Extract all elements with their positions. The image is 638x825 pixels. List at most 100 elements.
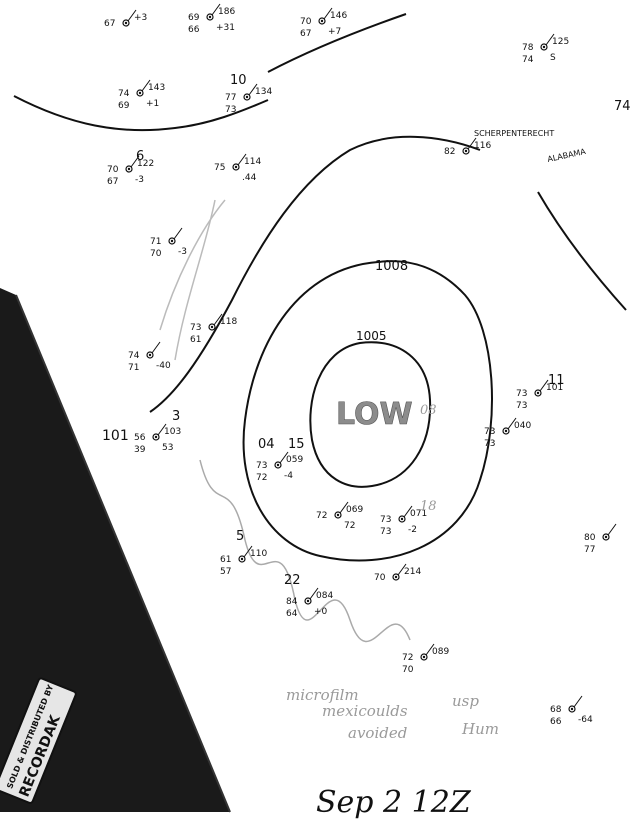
wind-barb (243, 545, 253, 558)
wind-barb (573, 695, 583, 708)
front-top-right (267, 13, 407, 73)
station-value: 39 (134, 445, 146, 455)
station-dot (604, 535, 608, 539)
station-value: 69 (188, 13, 200, 23)
station-value: -3 (178, 247, 187, 257)
station-value: 75 (214, 163, 225, 173)
station-value: 110 (250, 549, 267, 559)
station-value: 089 (432, 647, 449, 657)
pencil-note-microfilm: microfilm (286, 686, 359, 704)
scattered-number: 10 (230, 73, 247, 88)
station-value: 68 (550, 705, 562, 715)
wind-barb (403, 505, 413, 518)
station-value: +3 (134, 13, 147, 23)
station-circle (392, 573, 400, 581)
station-value: S (550, 53, 556, 63)
station-circle (136, 89, 144, 97)
station-value: 78 (522, 43, 534, 53)
wind-barb (248, 83, 258, 96)
station-value: 071 (410, 509, 427, 519)
pencil-curve-1 (159, 199, 226, 331)
station-name-alabama: ALABAMA (547, 147, 587, 164)
station-circle (274, 461, 282, 469)
station-dot (234, 165, 238, 169)
wind-barb (141, 79, 151, 92)
station-circle (534, 389, 542, 397)
station-circle (502, 427, 510, 435)
wind-barb (157, 423, 167, 436)
station-value: -3 (135, 175, 144, 185)
station-dot (240, 557, 244, 561)
station-value: 72 (402, 653, 413, 663)
station-dot (124, 21, 128, 25)
pencil-note-avoided: avoided (348, 724, 407, 742)
isobar-1008 (242, 260, 493, 562)
station-value: 67 (300, 29, 311, 39)
station-value: 72 (316, 511, 327, 521)
station-dot (570, 707, 574, 711)
pencil-note-mexicoulds: mexicoulds (322, 702, 408, 720)
wind-barb (323, 7, 333, 20)
scattered-number: 04 (258, 437, 275, 452)
station-circle (232, 163, 240, 171)
scattered-number: 3 (172, 409, 180, 424)
film-edge-line (15, 294, 231, 813)
station-value: 67 (107, 177, 118, 187)
station-value: 040 (514, 421, 531, 431)
station-value: +1 (146, 99, 159, 109)
station-value: 134 (255, 87, 272, 97)
station-dot (504, 429, 508, 433)
station-value: 64 (286, 609, 298, 619)
station-value: 61 (220, 555, 231, 565)
station-dot (138, 91, 142, 95)
station-value: 82 (444, 147, 455, 157)
station-value: 73 (484, 427, 495, 437)
station-value: 69 (118, 101, 130, 111)
station-circle (168, 237, 176, 245)
station-value: 73 (380, 515, 391, 525)
station-value: 74 (118, 89, 130, 99)
station-circle (568, 705, 576, 713)
station-value: 74 (522, 55, 534, 65)
station-value: 114 (244, 157, 261, 167)
station-circle (334, 511, 342, 519)
wind-barb (237, 153, 247, 166)
wind-barb (545, 33, 555, 46)
wind-barb (507, 417, 517, 430)
station-value: 125 (552, 37, 569, 47)
scattered-number: 08 (420, 403, 437, 418)
station-value: 122 (137, 159, 154, 169)
station-value: 084 (316, 591, 333, 601)
station-value: 61 (190, 335, 201, 345)
station-value: 73 (190, 323, 201, 333)
station-circle (125, 165, 133, 173)
station-circle (462, 147, 470, 155)
scattered-number: 6 (136, 149, 144, 164)
station-dot (154, 435, 158, 439)
station-value: 059 (286, 455, 303, 465)
pencil-note-usp: usp (452, 692, 479, 710)
station-dot (394, 575, 398, 579)
station-value: 71 (128, 363, 139, 373)
wind-barb (211, 3, 221, 16)
station-dot (542, 45, 546, 49)
station-circle (206, 13, 214, 21)
station-value: 73 (256, 461, 267, 471)
station-value: 72 (344, 521, 355, 531)
station-circle (304, 597, 312, 605)
station-circle (238, 555, 246, 563)
station-value: -40 (156, 361, 171, 371)
station-circle (398, 515, 406, 523)
